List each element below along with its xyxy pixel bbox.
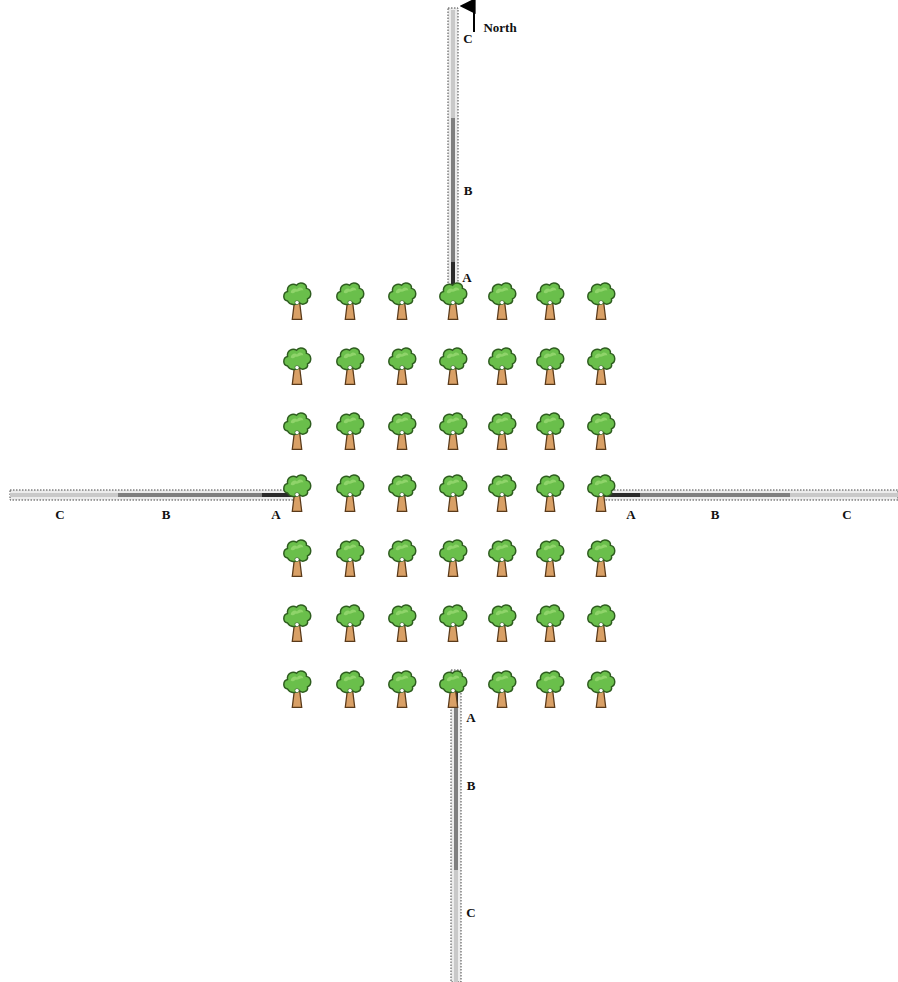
tree-icon [489, 605, 516, 641]
segment-label: C [842, 508, 851, 521]
tree-icon [284, 671, 311, 707]
tree-icon [588, 475, 615, 511]
compass-label: North [483, 21, 516, 34]
tree-icon [537, 605, 564, 641]
tree-icon [284, 540, 311, 576]
tree-icon [389, 540, 416, 576]
tree-icon [537, 413, 564, 449]
tree-icon [337, 283, 364, 319]
tree-icon [440, 540, 467, 576]
tree-icon [284, 348, 311, 384]
tree-icon [588, 413, 615, 449]
tree-icon [337, 348, 364, 384]
tree-icon [284, 283, 311, 319]
transect-segment [118, 493, 262, 497]
transect-segment [454, 870, 458, 982]
tree-icon [337, 475, 364, 511]
segment-label: B [711, 508, 720, 521]
segment-label: B [162, 508, 171, 521]
tree-icon [337, 671, 364, 707]
transect-lines [10, 8, 898, 982]
tree-icon [537, 283, 564, 319]
tree-icon [489, 475, 516, 511]
segment-label: B [464, 184, 473, 197]
tree-icon [337, 605, 364, 641]
tree-icon [337, 540, 364, 576]
tree-icon [389, 348, 416, 384]
tree-icon [588, 540, 615, 576]
tree-icon [440, 475, 467, 511]
segment-label: C [463, 32, 472, 45]
tree-icon [489, 540, 516, 576]
transect-band [602, 490, 898, 500]
tree-grid [284, 283, 615, 707]
segment-label: A [626, 508, 635, 521]
tree-icon [440, 283, 467, 319]
tree-icon [588, 671, 615, 707]
tree-icon [489, 283, 516, 319]
segment-label: A [466, 711, 475, 724]
tree-icon [389, 605, 416, 641]
transect-segment [451, 118, 455, 262]
segment-label: C [55, 508, 64, 521]
tree-icon [489, 413, 516, 449]
tree-icon [537, 475, 564, 511]
tree-icon [389, 475, 416, 511]
tree-icon [389, 283, 416, 319]
segment-label: B [467, 779, 476, 792]
tree-icon [440, 605, 467, 641]
tree-icon [489, 671, 516, 707]
tree-icon [440, 413, 467, 449]
tree-icon [537, 540, 564, 576]
transect-segment [790, 493, 898, 497]
tree-icon [389, 413, 416, 449]
transect-segment [10, 493, 118, 497]
tree-icon [284, 413, 311, 449]
tree-icon [588, 283, 615, 319]
transect-band [10, 490, 298, 500]
tree-icon [588, 605, 615, 641]
segment-label: C [466, 906, 475, 919]
tree-icon [588, 348, 615, 384]
tree-icon [440, 671, 467, 707]
transect-band [451, 670, 461, 982]
transect-segment [454, 706, 458, 870]
segment-label: A [271, 508, 280, 521]
tree-icon [537, 671, 564, 707]
tree-icon [440, 348, 467, 384]
transect-segment [451, 10, 455, 118]
north-arrow [473, 6, 475, 32]
tree-icon [489, 348, 516, 384]
tree-icon [284, 475, 311, 511]
tree-icon [389, 671, 416, 707]
transect-band [448, 8, 458, 296]
tree-icon [284, 605, 311, 641]
transect-segment [640, 493, 790, 497]
tree-icon [337, 413, 364, 449]
tree-icon [537, 348, 564, 384]
segment-label: A [462, 271, 471, 284]
